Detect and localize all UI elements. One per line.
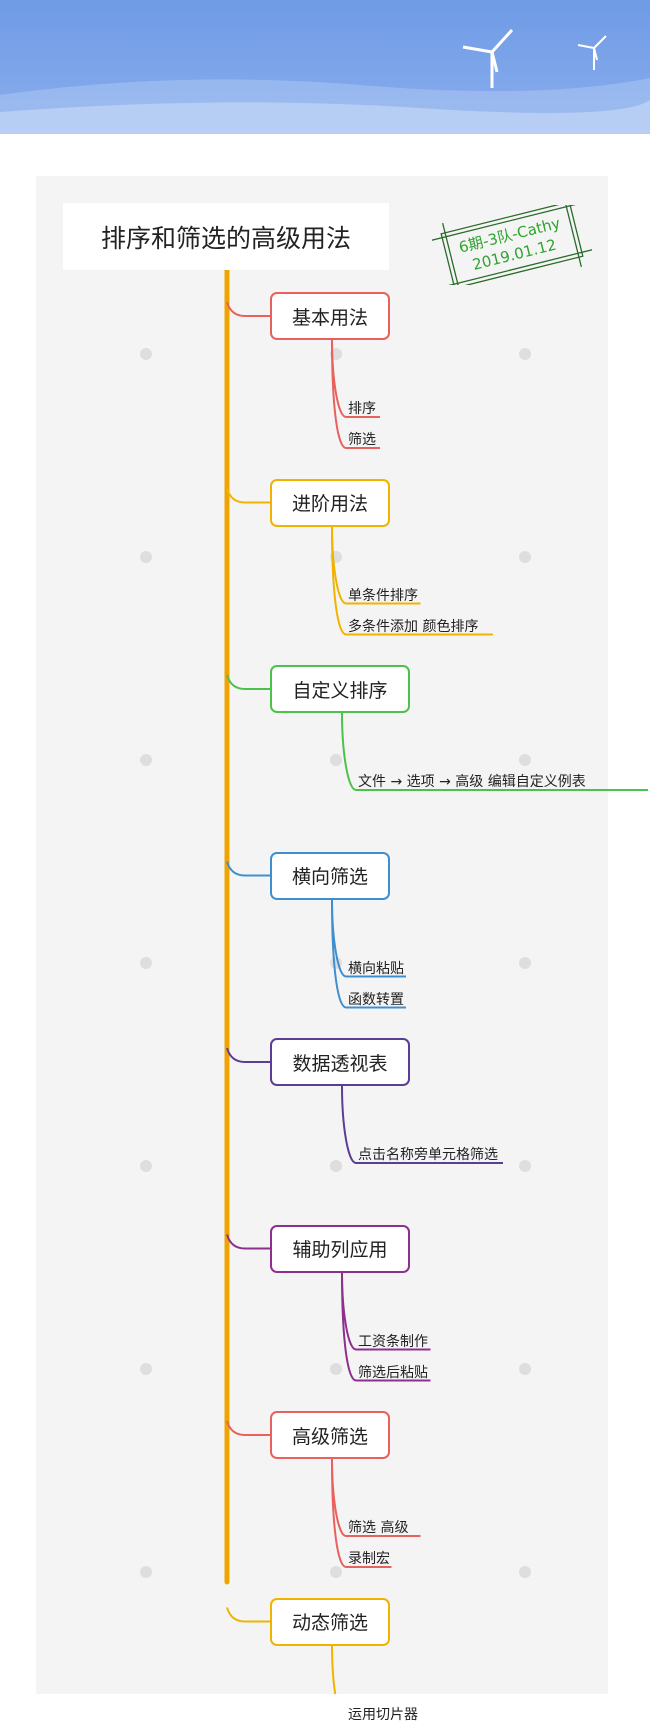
branch-connector — [226, 301, 270, 317]
watermark-dot — [140, 1160, 152, 1172]
leaf-connector — [331, 339, 380, 449]
watermark-dot — [519, 754, 531, 766]
branch-node[interactable]: 进阶用法 — [270, 478, 390, 527]
leaf-connector — [331, 526, 493, 636]
leaf-connector — [331, 899, 406, 1009]
mindmap-title: 排序和筛选的高级用法 — [63, 203, 389, 270]
branch-connector — [226, 488, 270, 504]
turbine-large-icon — [462, 28, 514, 88]
watermark-pattern — [140, 348, 531, 1578]
leaf-node[interactable]: 单条件排序 — [348, 587, 418, 604]
leaf-connector — [331, 1645, 337, 1694]
watermark-dot — [330, 754, 342, 766]
watermark-dot — [519, 551, 531, 563]
watermark-dot — [519, 1160, 531, 1172]
stamp-frame — [430, 192, 594, 298]
leaf-node[interactable]: 多条件添加 颜色排序 — [348, 618, 479, 635]
leaf-node[interactable]: 横向粘贴 — [348, 960, 404, 977]
header-banner — [0, 0, 650, 134]
branch-node[interactable]: 动态筛选 — [270, 1597, 390, 1646]
watermark-dot — [140, 957, 152, 969]
watermark-dot — [519, 957, 531, 969]
leaf-connector — [341, 1272, 431, 1382]
leaf-node[interactable]: 点击名称旁单元格筛选 — [358, 1147, 498, 1163]
wind-turbine-illustration — [0, 28, 650, 134]
branch-connector — [226, 1607, 270, 1623]
watermark-dot — [519, 1363, 531, 1375]
watermark-dot — [330, 1566, 342, 1578]
watermark-dot — [140, 1363, 152, 1375]
leaf-connector — [341, 1085, 503, 1164]
leaf-connector — [331, 1458, 392, 1568]
watermark-dot — [140, 1566, 152, 1578]
branch-node[interactable]: 横向筛选 — [270, 851, 390, 900]
leaf-node[interactable]: 工资条制作 — [358, 1333, 428, 1350]
author-stamp: 6期-3队-Cathy 2019.01.12 — [430, 192, 594, 298]
leaf-node[interactable]: 录制宏 — [348, 1551, 390, 1567]
leaf-node[interactable]: 文件 → 选项 → 高级 编辑自定义例表 — [358, 774, 586, 790]
watermark-dot — [519, 1566, 531, 1578]
branch-node[interactable]: 数据透视表 — [270, 1038, 410, 1086]
leaf-node[interactable]: 筛选 — [348, 432, 376, 448]
watermark-dot — [330, 1363, 342, 1375]
branch-node[interactable]: 高级筛选 — [270, 1411, 390, 1459]
branch-node[interactable]: 辅助列应用 — [270, 1224, 410, 1273]
watermark-dot — [330, 1160, 342, 1172]
branch-connector — [226, 1047, 270, 1063]
leaf-node[interactable]: 筛选后粘贴 — [358, 1364, 428, 1381]
leaf-node[interactable]: 函数转置 — [348, 991, 404, 1008]
watermark-dot — [140, 348, 152, 360]
leaf-connector — [341, 712, 648, 791]
watermark-dot — [519, 348, 531, 360]
watermark-dot — [140, 551, 152, 563]
branch-connector — [226, 861, 270, 877]
branch-connector — [226, 674, 270, 690]
leaf-node[interactable]: 排序 — [348, 401, 376, 417]
branch-node[interactable]: 基本用法 — [270, 292, 390, 340]
watermark-dot — [140, 754, 152, 766]
branch-connector — [226, 1420, 270, 1436]
turbine-small-icon — [577, 35, 607, 70]
branch-connector — [226, 1234, 270, 1250]
branch-node[interactable]: 自定义排序 — [270, 665, 410, 713]
leaf-node[interactable]: 运用切片器 — [348, 1706, 418, 1723]
leaf-node[interactable]: 筛选 高级 — [348, 1520, 409, 1536]
